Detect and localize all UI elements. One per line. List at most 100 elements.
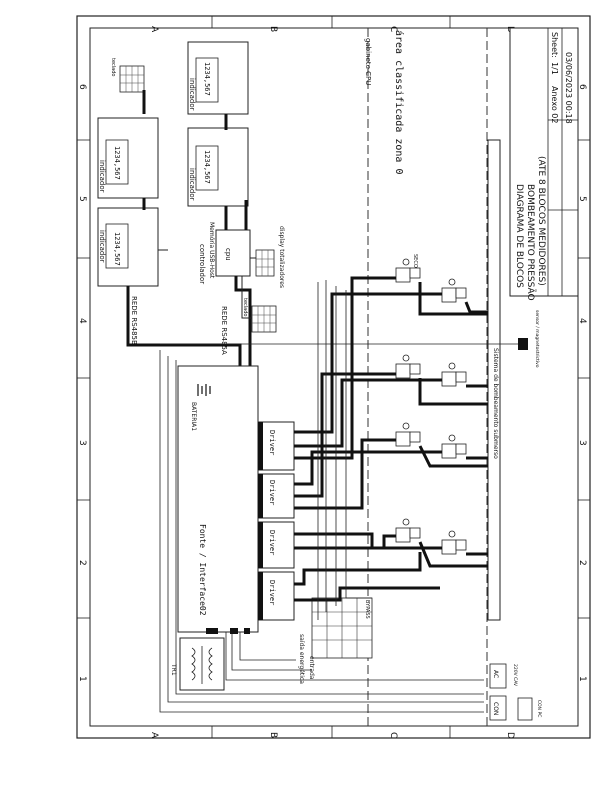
col-number-4-right: 4 xyxy=(577,318,587,324)
title-block: DIAGRAMA DE BLOCOS BOMBEAMENTO PRESSÃO (… xyxy=(509,27,579,301)
driver-2-label: Driver xyxy=(268,480,276,505)
indicator-4-label: indicador xyxy=(188,78,196,111)
indicator-1-display: 1234,567 xyxy=(113,232,121,266)
col-number-1-left: 1 xyxy=(77,676,87,682)
driver-3: Driver xyxy=(257,521,295,569)
controller-block: controlador cpu Memória USB-Host xyxy=(198,222,251,284)
meter-3b xyxy=(441,434,467,459)
col-number-5-left: 5 xyxy=(77,196,87,202)
sheet-value: 1/1 xyxy=(550,62,559,75)
con-label: CON xyxy=(492,702,499,715)
outer-frame xyxy=(76,15,591,739)
battery-icon xyxy=(197,384,211,396)
row-letter-c-top: C xyxy=(388,26,398,32)
col-number-4-left: 4 xyxy=(77,318,87,324)
power-note: 220V CAV xyxy=(512,664,518,687)
meter-group-4 xyxy=(395,518,467,555)
driver-1: Driver xyxy=(257,421,295,471)
col-number-2-right: 2 xyxy=(577,560,587,566)
meter-group-3 xyxy=(395,422,467,459)
con-pc-label: CON PC xyxy=(536,700,542,717)
meter-2a xyxy=(395,354,421,379)
bypass-block: BYPASS xyxy=(311,597,373,659)
meter-group-1: SECO xyxy=(395,254,467,303)
row-letter-a-top: A xyxy=(149,26,159,33)
row-letter-a-bottom: A xyxy=(149,732,159,739)
classified-zone-label: área classificada zona 0 xyxy=(393,30,405,175)
ac-box: AC 220V CAV xyxy=(489,663,518,689)
indicator-3: 1234,567 indicador xyxy=(187,127,249,207)
meter-3a xyxy=(395,422,421,447)
transformer: TR1 xyxy=(170,637,225,691)
col-number-2-left: 2 xyxy=(77,560,87,566)
display-label: display totalizadores xyxy=(278,226,285,288)
meter-4a xyxy=(395,518,421,543)
driver-4-label: Driver xyxy=(268,580,276,605)
row-letters-bottom: A B C D xyxy=(149,732,515,739)
bypass-label: BYPASS xyxy=(364,600,370,619)
con-pc-box: CON PC xyxy=(517,697,542,721)
col-number-3-right: 3 xyxy=(577,440,587,446)
meter-1a xyxy=(395,258,421,283)
title-line-2: BOMBEAMENTO PRESSÃO xyxy=(525,184,536,301)
pump-system-label: Sistema de bombeamento submerso xyxy=(492,348,499,459)
valve-label: SECO xyxy=(412,254,418,268)
frame-ticks xyxy=(77,16,590,738)
col-number-6-left: 6 xyxy=(77,84,87,90)
pump-system-bus xyxy=(487,139,501,621)
col-numbers-right: 6 5 4 3 2 1 xyxy=(577,84,587,682)
col-number-3-left: 3 xyxy=(77,440,87,446)
sheet-label: Sheet: xyxy=(550,32,559,58)
row-letter-c-bottom: C xyxy=(388,732,398,738)
title-line-3: (ATE 8 BLOCOS MEDIDORES) xyxy=(536,156,546,286)
power-supply-label: Fonte / Interface02 xyxy=(198,524,207,616)
sensor: sensor / magnetostrictivo xyxy=(160,310,540,368)
col-numbers-left: 6 5 4 3 2 1 xyxy=(77,84,87,682)
row-letter-b-bottom: B xyxy=(268,732,278,738)
field-wiring-thick xyxy=(294,276,488,602)
memory-label: Memória USB-Host xyxy=(208,222,215,279)
sheet-date: 03/06/2023 00:18 xyxy=(564,52,573,124)
driver-4: Driver xyxy=(257,571,295,621)
power-supply-block: Fonte / Interface02 BATERIA1 xyxy=(177,365,259,633)
aux-input-note: entrada xyxy=(308,656,315,680)
indicator-2: 1234,567 indicador xyxy=(97,117,159,199)
sensor-label: sensor / magnetostrictivo xyxy=(534,310,540,368)
controller-label: controlador xyxy=(198,244,206,284)
indicator-1: 1234,567 indicador xyxy=(97,207,159,287)
upper-wiring xyxy=(126,90,252,366)
power-terminals xyxy=(206,628,250,634)
bus-label-a: REDE RS485A xyxy=(220,306,228,355)
driver-2: Driver xyxy=(257,473,295,519)
display-keypad: display totalizadores xyxy=(255,226,285,288)
bus-label-b: REDE RS485B xyxy=(130,296,138,345)
title-line-1: DIAGRAMA DE BLOCOS xyxy=(514,184,524,288)
keypad-2-label: teclado xyxy=(242,298,248,316)
inner-frame xyxy=(89,27,579,727)
meter-1b xyxy=(441,278,467,303)
indicator-3-display: 1234,567 xyxy=(203,150,211,184)
driver-3-label: Driver xyxy=(268,530,276,555)
annex-label: Anexo 02 xyxy=(550,86,559,123)
battery-label: BATERIA1 xyxy=(190,402,197,431)
indicator-4: 1234,567 indicador xyxy=(187,41,249,115)
indicator-2-display: 1234,567 xyxy=(113,146,121,180)
keypad-1-label: teclado xyxy=(110,58,116,76)
field-wiring-thin xyxy=(159,280,484,713)
energy-output-note: saída energética xyxy=(298,634,305,684)
indicator-1-label: indicador xyxy=(98,230,106,263)
cpu-label: cpu xyxy=(224,248,232,261)
meter-2b xyxy=(441,362,467,387)
keypad-1: teclado xyxy=(110,58,145,93)
meter-4b xyxy=(441,530,467,555)
ac-label: AC xyxy=(492,670,499,678)
transformer-label: TR1 xyxy=(170,663,177,676)
indicator-4-display: 1234,567 xyxy=(203,62,211,96)
upper-thin-wiring xyxy=(158,249,256,319)
indicator-3-label: indicador xyxy=(188,168,196,201)
indicator-2-label: indicador xyxy=(98,160,106,193)
row-letter-d-bottom: D xyxy=(505,732,515,739)
col-number-1-right: 1 xyxy=(577,676,587,682)
col-number-6-right: 6 xyxy=(577,84,587,90)
